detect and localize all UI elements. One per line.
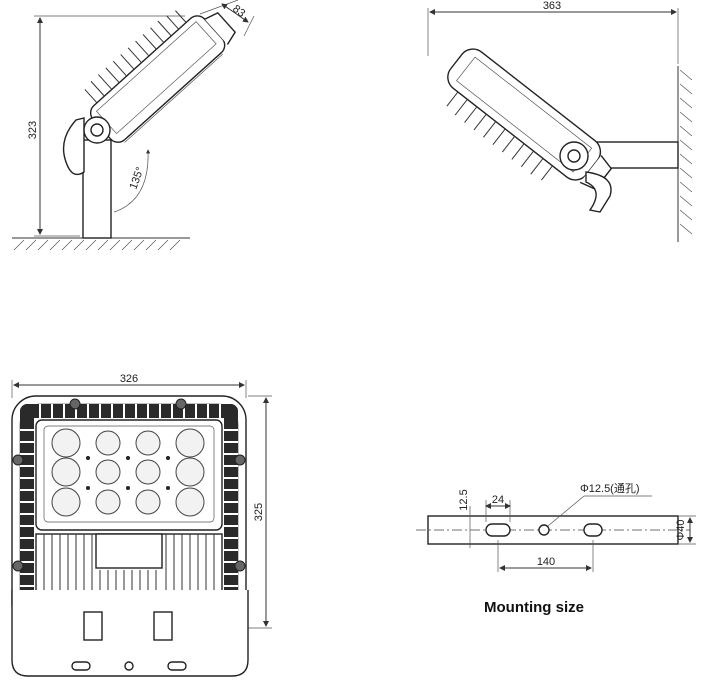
driver-box xyxy=(95,533,163,569)
wall-pivot-bracket xyxy=(585,171,612,213)
u-bracket xyxy=(11,590,249,677)
led-lens xyxy=(51,428,81,458)
dim-front-width: 326 xyxy=(120,373,138,385)
mount-slot-left xyxy=(485,523,511,537)
side-view-wall-mount: 363 xyxy=(427,0,693,242)
mount-hole-center xyxy=(538,524,550,536)
led-lens xyxy=(51,487,81,517)
led-lens xyxy=(95,430,121,456)
led-lens xyxy=(175,428,205,458)
lens-frame xyxy=(35,419,223,531)
dim-side-angle: 135° xyxy=(128,166,147,191)
dim-wall-length: 363 xyxy=(543,0,561,12)
led-lens xyxy=(135,459,161,485)
dim-side-height: 323 xyxy=(27,121,39,139)
dim-mount-slot: 24 xyxy=(492,494,504,506)
wall-hatch xyxy=(679,69,693,235)
front-view: 326 325 xyxy=(11,373,272,677)
dim-front-height: 325 xyxy=(253,503,265,521)
dim-mount-spacing: 140 xyxy=(537,556,555,568)
bracket-hole xyxy=(124,661,134,671)
dim-mount-width: Φ40 xyxy=(675,519,687,540)
led-lens xyxy=(95,459,121,485)
bracket-slot-left xyxy=(71,661,91,671)
mounting-caption: Mounting size xyxy=(484,599,584,616)
mounting-size-view: 12.5 24 Φ12.5(通孔) 140 Φ40 Mounting size xyxy=(416,482,696,616)
led-lens xyxy=(135,489,161,515)
pivot-bracket xyxy=(62,117,85,176)
mount-slot-right xyxy=(583,523,603,537)
dim-side-depth: 83 xyxy=(230,3,247,20)
led-lens xyxy=(51,457,81,487)
mounting-post xyxy=(82,139,112,239)
lower-fins xyxy=(43,534,215,606)
led-lens xyxy=(95,489,121,515)
dim-mount-edge: 12.5 xyxy=(458,489,470,510)
ground-hatch xyxy=(13,239,181,251)
fin-gaps xyxy=(20,404,238,587)
bracket-clamp-right xyxy=(153,611,173,641)
angle-arc xyxy=(113,149,151,213)
bracket-clamp-left xyxy=(83,611,103,641)
wall-lamp-body-tilted xyxy=(446,48,613,190)
dim-mount-hole-dia: Φ12.5(通孔) xyxy=(580,482,640,495)
led-lens-array xyxy=(51,428,205,517)
lens-screws xyxy=(86,456,170,490)
bracket-slot-right xyxy=(167,661,187,671)
led-lens xyxy=(175,487,205,517)
led-lens xyxy=(175,457,205,487)
side-view-post-mount: 323 xyxy=(12,0,255,251)
led-lens xyxy=(135,430,161,456)
